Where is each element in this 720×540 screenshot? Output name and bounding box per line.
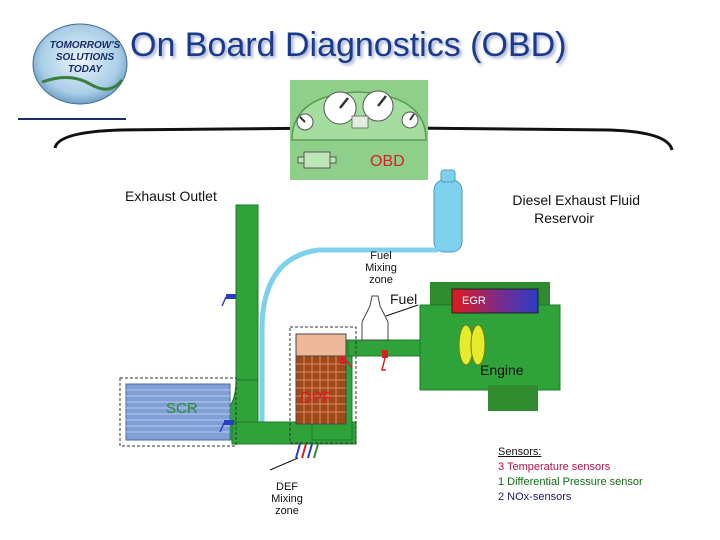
def-reservoir-label-line-1: Diesel Exhaust Fluid (512, 192, 640, 208)
def-mixing-line-1: DEF (276, 481, 298, 493)
fuel-mixing-line-3: zone (369, 274, 393, 286)
engine-warning-icon (297, 151, 337, 169)
logo-text: TOMORROW'S SOLUTIONS TODAY (44, 40, 126, 76)
scr-label: SCR (166, 400, 198, 417)
doc-element (295, 333, 347, 357)
sensors-legend-pressure: 1 Differential Pressure sensor (498, 476, 643, 488)
def-mixing-leader (269, 457, 299, 471)
scr-lines (126, 389, 230, 433)
sensor-icon (219, 294, 388, 433)
sensors-legend-title: Sensors: (498, 446, 542, 458)
logo-line-3: TODAY (67, 64, 103, 75)
def-reservoir (433, 179, 463, 253)
dpf-enclosure (289, 326, 357, 444)
fuel-injector (361, 295, 389, 341)
exhaust-stack (235, 204, 259, 389)
bottom-sensor-wires (295, 443, 319, 459)
dpf-label: DPF (300, 390, 332, 407)
fuel-mixing-line-1: Fuel (370, 250, 392, 262)
scr-enclosure (119, 377, 237, 447)
sensors-legend-nox: 2 NOx-sensors (498, 491, 572, 503)
fuel-mixing-zone-label: Fuel Mixing zone (358, 250, 404, 286)
sensors-legend-temperature: 3 Temperature sensors (498, 461, 611, 473)
scr-catalyst (125, 383, 231, 441)
fuel-label: Fuel (390, 291, 418, 307)
page-title: On Board Diagnostics (OBD) (130, 26, 567, 64)
dpf-grid (296, 356, 346, 424)
def-mixing-zone-label: DEF Mixing zone (262, 481, 312, 517)
def-reservoir-cap (440, 169, 456, 183)
manifold-lens-2 (470, 324, 486, 366)
egr-cooler (451, 288, 539, 314)
engine-label: Engine (480, 362, 524, 378)
exhaust-outlet-label: Exhaust Outlet (125, 188, 217, 204)
engine-block (419, 304, 561, 391)
engine-base (488, 385, 538, 411)
fuel-leader-line (385, 304, 419, 317)
gauge-icon (296, 90, 419, 131)
logo (32, 23, 128, 105)
logo-line-1: TOMORROW'S (49, 40, 121, 51)
def-mixing-line-3: zone (275, 505, 299, 517)
fuel-mixing-line-2: Mixing (365, 262, 397, 274)
logo-line-2: SOLUTIONS (55, 52, 115, 63)
logo-underline (18, 118, 126, 120)
def-mixing-line-2: Mixing (271, 493, 303, 505)
def-supply-line (259, 247, 438, 438)
def-reservoir-label-line-2: Reservoir (534, 210, 594, 226)
obd-label: OBD (370, 153, 405, 170)
egr-label: EGR (462, 295, 486, 307)
